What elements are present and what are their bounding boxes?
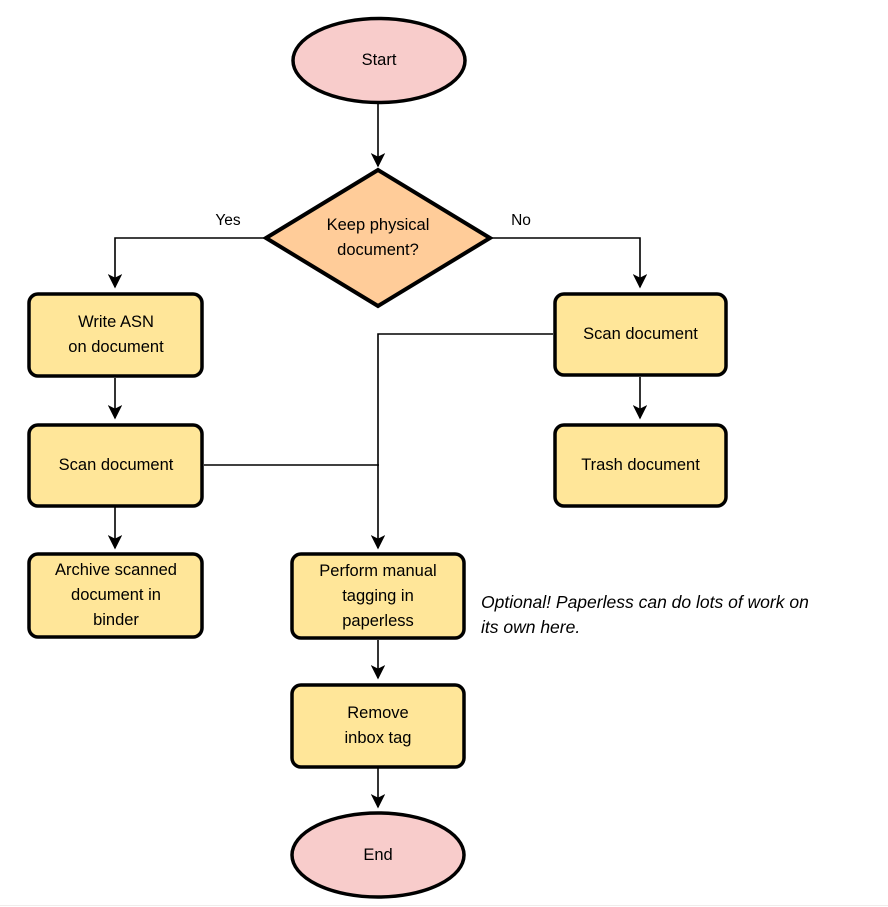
edge-scan-right-to-tagging bbox=[370, 333, 553, 550]
write-asn-box-shape bbox=[27, 292, 204, 378]
start-terminal-shape bbox=[291, 16, 467, 105]
archive-box-shape bbox=[27, 552, 204, 639]
scan-left-box-shape bbox=[27, 423, 204, 508]
remove-inbox-box-shape bbox=[290, 683, 466, 769]
bottom-edge-line bbox=[0, 905, 888, 906]
edge-decision-no-to-scan-right bbox=[490, 237, 648, 289]
edge-decision-yes-to-write-asn bbox=[107, 237, 266, 289]
connector-group bbox=[107, 104, 648, 809]
trash-box-shape bbox=[553, 423, 728, 508]
scan-right-box-shape bbox=[553, 292, 728, 377]
decision-diamond-shape bbox=[262, 167, 494, 309]
tagging-box-shape bbox=[290, 552, 466, 640]
end-terminal-shape bbox=[290, 811, 466, 899]
